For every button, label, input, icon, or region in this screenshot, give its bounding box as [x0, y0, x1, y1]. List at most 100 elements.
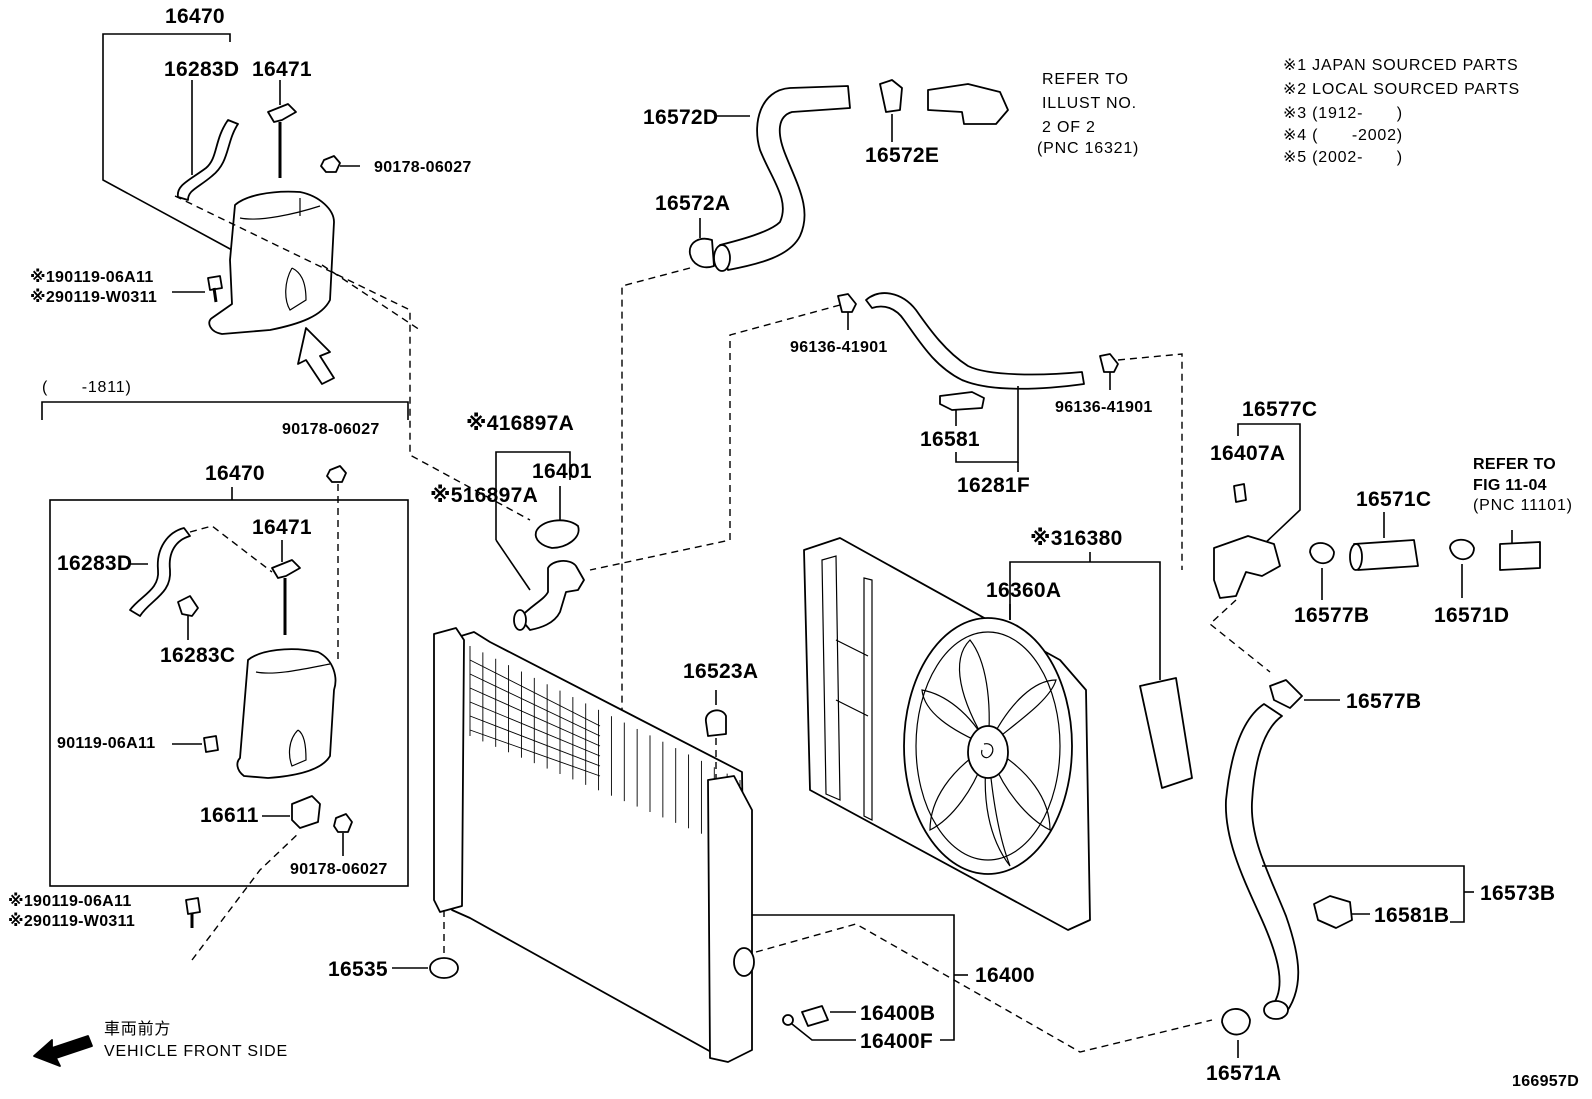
upper-hose-clip	[879, 79, 903, 113]
callout-bolt-bottom-1: ※190119-06A11	[8, 892, 132, 910]
callout-16573B: 16573B	[1480, 882, 1555, 905]
callout-16400: 16400	[975, 964, 1035, 987]
callout-16470-top: 16470	[165, 5, 225, 28]
callout-bolt-bottom-2: ※290119-W0311	[8, 912, 135, 930]
legend-note-3: ※3 (1912- )	[1283, 105, 1403, 122]
bolt-box	[203, 735, 219, 753]
fan-hub-logo	[981, 743, 994, 759]
radiator-inlet-end	[513, 609, 527, 631]
callout-16577B-hose: 16577B	[1346, 690, 1421, 713]
ref-illust-line-3: 2 OF 2	[1042, 119, 1096, 136]
radiator-inlet	[519, 560, 585, 631]
callout-bolt-top-2: ※290119-W0311	[30, 288, 157, 306]
leader-inlet-bracket	[495, 451, 571, 480]
radiator-left-tank	[433, 627, 465, 913]
callout-16611: 16611	[200, 804, 259, 827]
callout-bolt-top-1: ※190119-06A11	[30, 268, 154, 286]
fan-shroud-ribs	[821, 555, 873, 821]
bypass-water-hose	[865, 292, 1085, 390]
callout-bolt-box: 90119-06A11	[57, 735, 156, 752]
ref-fig-line-1: REFER TO	[1473, 456, 1556, 473]
nut-mid	[326, 465, 347, 483]
lower-hose-group: 16577B 16573B 16581B 16571A	[1206, 679, 1555, 1085]
callout-nut-box: 90178-06027	[290, 861, 388, 878]
leader-16577C	[1237, 423, 1301, 547]
callout-16360A: 16360A	[986, 579, 1061, 602]
legend-note-5: ※5 (2002- )	[1283, 149, 1403, 166]
upper-radiator-hose	[719, 85, 851, 271]
callout-16577B-outlet: 16577B	[1294, 604, 1369, 627]
period-bracket	[41, 401, 409, 420]
legend-note-2: ※2 LOCAL SOURCED PARTS	[1283, 81, 1520, 98]
callout-16535: 16535	[328, 958, 388, 981]
fan-blades	[921, 639, 1057, 867]
upper-hose-clamp-b	[1269, 679, 1303, 709]
lower-clamp-a	[1221, 1008, 1251, 1036]
reservoir-hose-top	[177, 119, 239, 201]
legend-note-1: ※1 JAPAN SOURCED PARTS	[1283, 57, 1519, 74]
callout-16281F: 16281F	[957, 474, 1030, 497]
ref-illust-line-2: ILLUST NO.	[1042, 95, 1137, 112]
upper-cushion	[705, 709, 727, 737]
fan-hub	[967, 725, 1009, 779]
fan-shroud-assembly: ※316380 16360A	[803, 527, 1193, 931]
bolt-bottom	[185, 897, 201, 915]
front-arrow-icon	[33, 1035, 93, 1067]
direction-jp: 車両前方	[104, 1020, 171, 1038]
reservoir-cap-box	[271, 559, 301, 579]
dashed-lower-hose	[755, 923, 1213, 1053]
bolt-top-shank	[212, 287, 218, 303]
reservoir-group-box	[49, 499, 409, 887]
callout-16471-box: 16471	[252, 516, 312, 539]
upper-hose-end	[713, 244, 731, 272]
dashed-outlet-lower	[1208, 599, 1271, 673]
callout-16577C: 16577C	[1242, 398, 1317, 421]
callout-16407A: 16407A	[1210, 442, 1285, 465]
leader-16380	[1009, 561, 1161, 680]
upper-hose-clamp	[688, 237, 715, 269]
temp-sensor	[1233, 483, 1247, 503]
reservoir-hose-box	[129, 527, 191, 617]
callout-16571D: 16571D	[1434, 604, 1509, 627]
lower-radiator-hose	[1225, 703, 1300, 1019]
radiator-right-tank	[707, 775, 753, 1063]
callout-inlet-5: ※516897A	[430, 484, 538, 507]
callout-16581: 16581	[920, 428, 980, 451]
water-outlet-group: 16577C 16407A 16577B 16571C 16571D	[1208, 398, 1541, 673]
reservoir-nut-top	[320, 155, 341, 173]
callout-nut-top: 90178-06027	[374, 159, 472, 176]
shroud-seal	[1139, 677, 1193, 789]
bypass-clamp-right	[1099, 353, 1119, 373]
vehicle-front-indicator: 車両前方 VEHICLE FRONT SIDE	[33, 1020, 287, 1067]
water-outlet-ref	[927, 83, 1009, 125]
drain-cock	[801, 1005, 829, 1027]
short-hose-end	[1349, 543, 1363, 571]
callout-nut-mid: 90178-06027	[282, 421, 380, 438]
drain-oring	[782, 1014, 794, 1026]
dashed-tank-link	[321, 264, 421, 331]
legend: ※1 JAPAN SOURCED PARTS ※2 LOCAL SOURCED …	[1283, 57, 1520, 166]
callout-16470-box: 16470	[205, 462, 265, 485]
leader-16573B	[1262, 865, 1465, 923]
callout-period-1811: ( -1811)	[42, 379, 132, 396]
callout-96136-right: 96136-41901	[1055, 399, 1153, 416]
leader-16470-top	[102, 33, 233, 251]
ref-illust-line-4: (PNC 16321)	[1037, 140, 1139, 157]
reservoir-tank-detail-top	[239, 198, 321, 311]
callout-16471-top: 16471	[252, 58, 312, 81]
reservoir-tank-top	[208, 190, 335, 335]
hose-clip-box	[177, 595, 199, 617]
bracket-box	[291, 795, 321, 829]
engine-pipe-ref	[1499, 541, 1541, 571]
reservoir-cap-top	[267, 103, 297, 123]
short-hose	[1353, 539, 1419, 571]
callout-16572A: 16572A	[655, 192, 730, 215]
callout-16283D-top: 16283D	[164, 58, 239, 81]
reference-fig-note: REFER TO FIG 11-04 (PNC 11101)	[1473, 456, 1572, 514]
callout-16400F: 16400F	[860, 1030, 933, 1053]
bypass-bracket	[939, 391, 985, 411]
radiator-core	[447, 631, 747, 1059]
fan-ring-inner	[915, 631, 1061, 861]
callout-inlet-4: ※416897A	[466, 412, 574, 435]
